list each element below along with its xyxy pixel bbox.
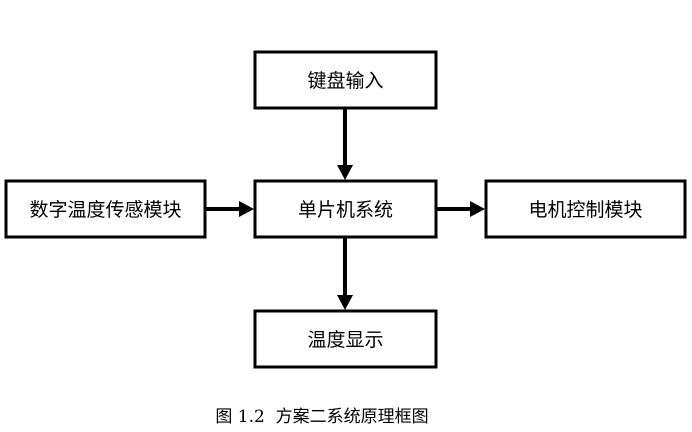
node-keyboard-input: 键盘输入 [253,50,438,110]
node-temp-sensor-label: 数字温度传感模块 [29,199,181,221]
figure-caption: 图 1.2 方案二系统原理框图 [215,407,428,427]
node-mcu-label: 单片机系统 [298,199,393,221]
node-temp-sensor: 数字温度传感模块 [4,179,207,239]
node-motor-control: 电机控制模块 [484,179,687,239]
arrow-sensor-to-mcu [205,201,254,217]
arrow-keyboard-to-mcu [337,108,353,180]
node-temp-display-label: 温度显示 [307,329,383,351]
node-motor-control-label: 电机控制模块 [528,199,642,221]
node-mcu: 单片机系统 [253,179,438,239]
arrow-mcu-to-display [337,238,353,310]
node-temp-display: 温度显示 [253,309,438,369]
arrow-mcu-to-motor [436,201,485,217]
node-keyboard-input-label: 键盘输入 [307,70,383,92]
